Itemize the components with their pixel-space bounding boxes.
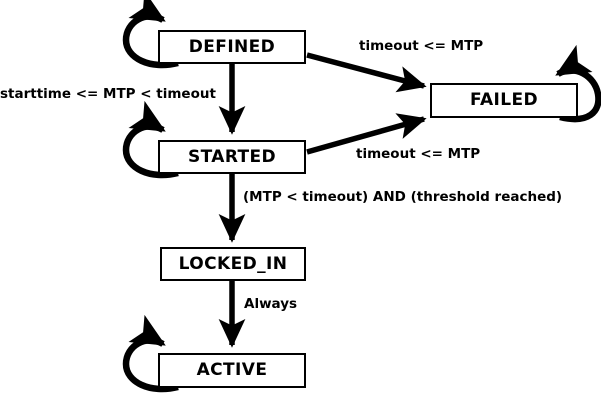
- edge-active-self-loop: [122, 314, 179, 393]
- state-label-failed: FAILED: [469, 90, 539, 110]
- state-node-started[interactable]: STARTED: [158, 140, 306, 174]
- edge-label-starttime-mtp-timeout: starttime <= MTP < timeout: [0, 86, 216, 102]
- state-label-defined: DEFINED: [188, 36, 276, 57]
- edge-defined-to-failed: [306, 52, 427, 93]
- edge-label-always: Always: [244, 296, 298, 312]
- edge-defined-self-loop: [122, 0, 179, 69]
- edge-label-mtp-threshold-reached: (MTP < timeout) AND (threshold reached): [243, 189, 563, 205]
- state-node-failed[interactable]: FAILED: [430, 83, 578, 118]
- state-node-defined[interactable]: DEFINED: [158, 30, 306, 64]
- state-label-active: ACTIVE: [196, 360, 268, 380]
- state-node-locked-in[interactable]: LOCKED_IN: [160, 247, 306, 281]
- edge-label-timeout-mtp-bottom: timeout <= MTP: [356, 146, 481, 162]
- state-node-active[interactable]: ACTIVE: [158, 353, 306, 388]
- state-label-started: STARTED: [187, 146, 277, 167]
- edge-failed-self-loop: [555, 44, 601, 123]
- edge-started-self-loop: [122, 100, 179, 179]
- edge-label-timeout-mtp-top: timeout <= MTP: [359, 38, 484, 54]
- edge-started-to-failed: [306, 113, 427, 155]
- state-label-locked-in: LOCKED_IN: [178, 253, 288, 274]
